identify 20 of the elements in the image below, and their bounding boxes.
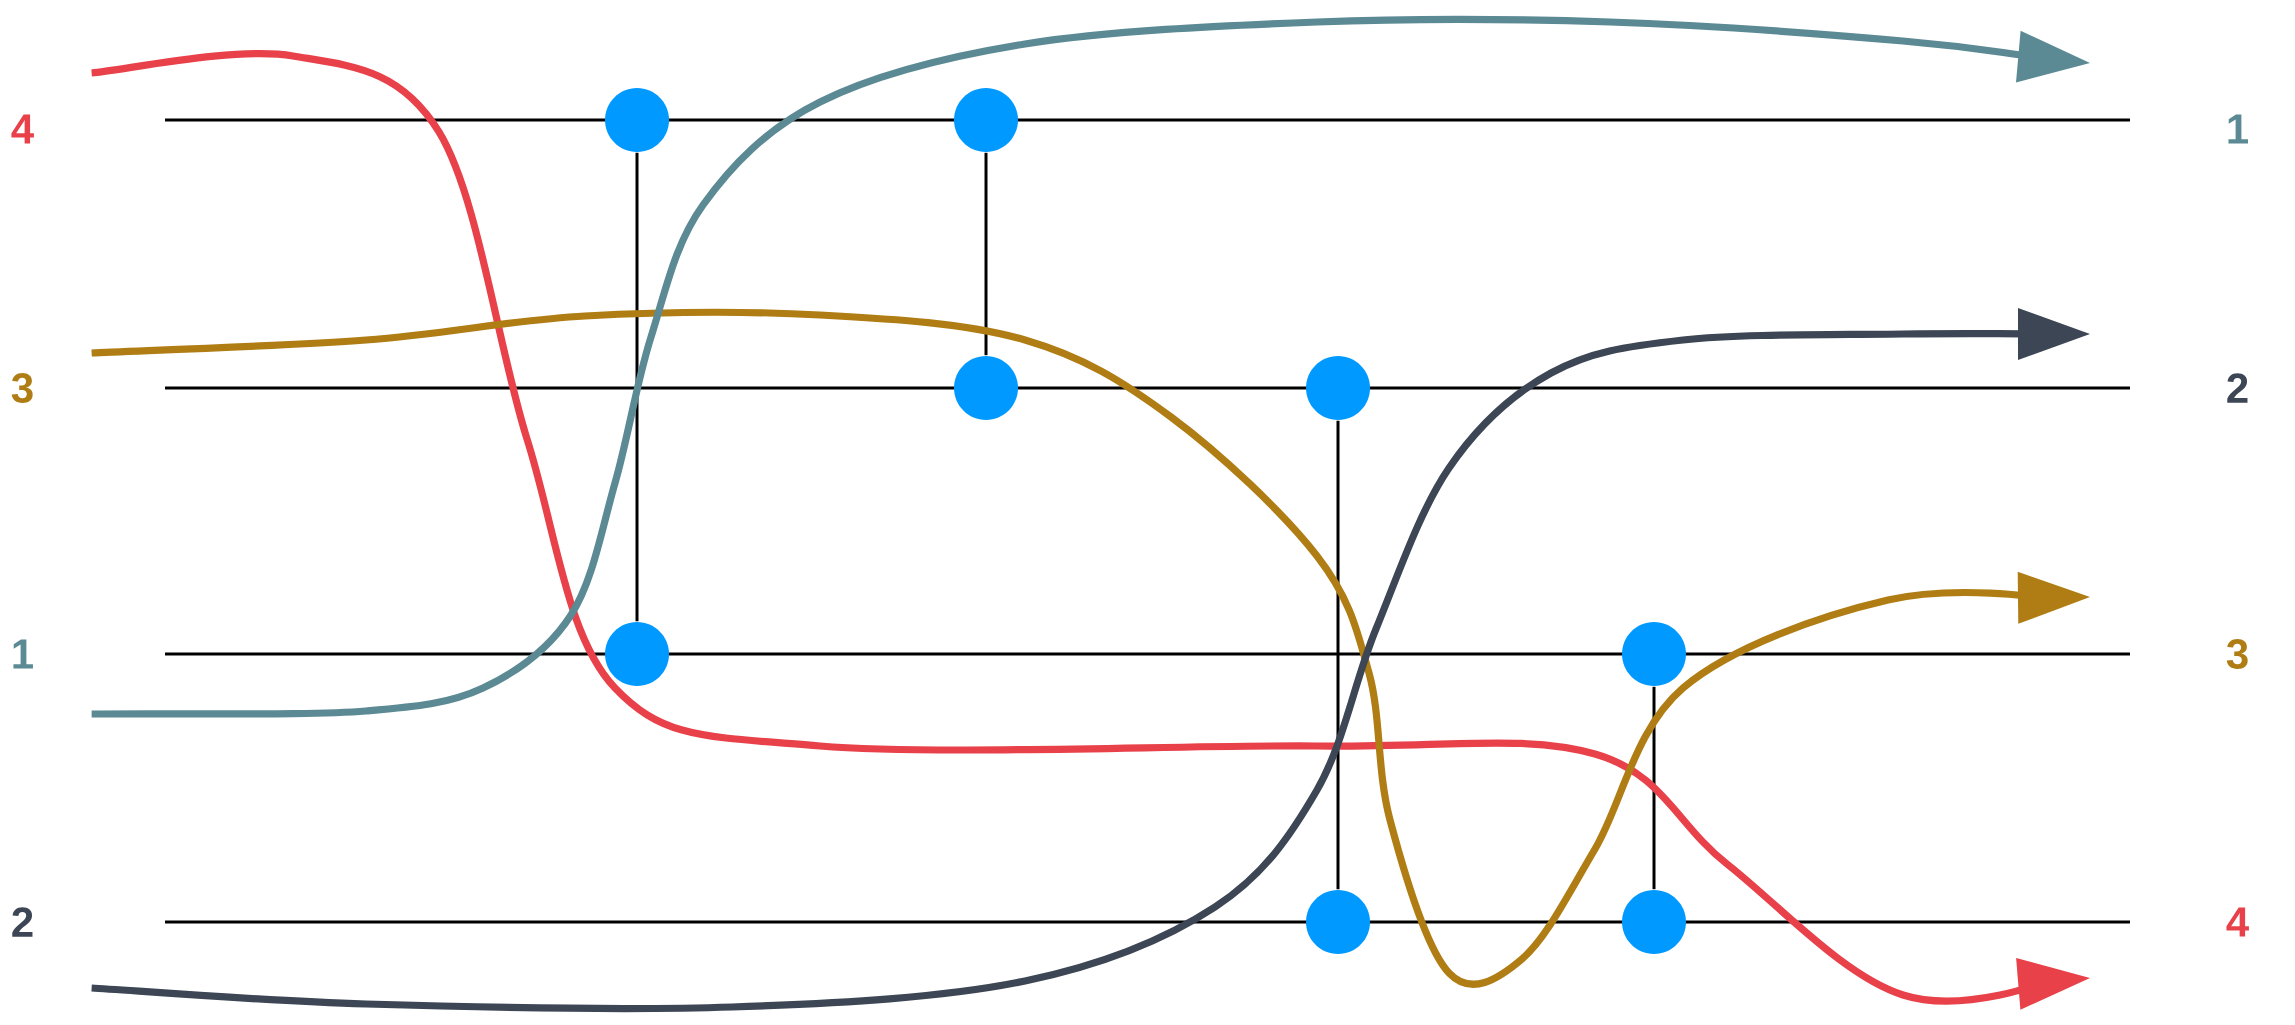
comparator-dot <box>605 88 669 152</box>
comparator-line <box>635 152 639 622</box>
comparator-line <box>1336 420 1340 890</box>
wire-number: 1 <box>13 639 33 669</box>
wire-number: 4 <box>11 114 34 144</box>
comparator-dot <box>605 622 669 686</box>
wire-number: 3 <box>2226 639 2248 669</box>
wire-number: 3 <box>11 373 33 403</box>
wire-number: 2 <box>12 907 33 937</box>
comparator-dot <box>1306 356 1370 420</box>
comparator-dot <box>1622 622 1686 686</box>
wire-number: 4 <box>2226 907 2249 937</box>
comparator-dot <box>954 88 1018 152</box>
wire-number: 2 <box>2227 373 2248 403</box>
comparator-line <box>984 152 988 356</box>
comparator-dot <box>1306 890 1370 954</box>
comparator-dot <box>954 356 1018 420</box>
wire-number: 1 <box>2228 114 2248 144</box>
comparator-dot <box>1622 890 1686 954</box>
comparator-line <box>1652 686 1656 890</box>
